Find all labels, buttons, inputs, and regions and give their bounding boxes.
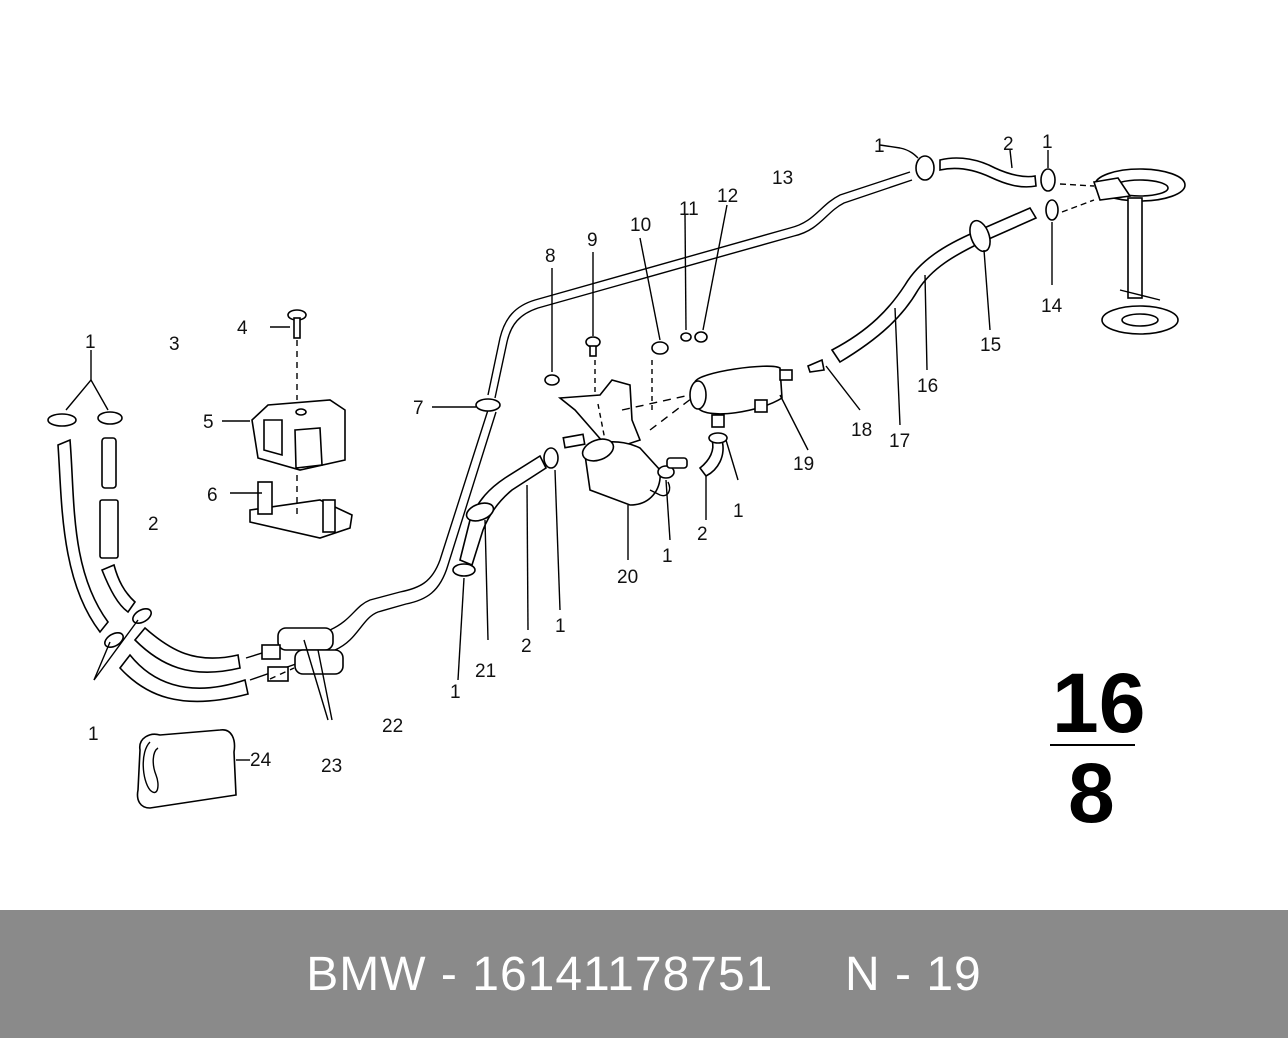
clamp-14 xyxy=(1045,199,1059,285)
callout-9: 9 xyxy=(587,230,598,251)
hose-2-pump xyxy=(666,432,739,520)
screw-4 xyxy=(270,309,307,400)
callout-12: 12 xyxy=(717,186,738,207)
hose-21 xyxy=(452,454,548,681)
callout-1-top: 1 xyxy=(874,136,885,157)
callout-20: 20 xyxy=(617,567,638,588)
section-numerator: 16 xyxy=(1052,656,1145,750)
callout-3: 3 xyxy=(169,334,180,355)
washer-11 xyxy=(680,214,692,342)
callout-17: 17 xyxy=(889,431,910,452)
callout-16: 16 xyxy=(917,376,938,397)
clip-7 xyxy=(432,398,501,412)
parts-diagram: 1 1 2 3 4 5 6 7 8 9 10 11 12 13 1 2 1 14… xyxy=(47,132,1186,840)
fuel-bracket xyxy=(557,379,642,451)
hose-16-17 xyxy=(830,206,1038,426)
callout-10: 10 xyxy=(630,215,651,236)
callout-2-top: 2 xyxy=(1003,134,1014,155)
callout-4: 4 xyxy=(237,318,248,339)
clamp-1-top xyxy=(879,144,935,181)
callout-1-top-left: 1 xyxy=(85,332,96,353)
section-number: 16 8 xyxy=(1050,656,1145,840)
part-number-footer: BMW - 16141178751 N - 19 xyxy=(0,910,1288,1038)
callout-2-middle: 2 xyxy=(521,636,532,657)
bolt-9 xyxy=(585,252,601,357)
callout-7: 7 xyxy=(413,398,424,419)
screw-18 xyxy=(807,358,861,411)
callout-1-middle: 1 xyxy=(555,616,566,637)
edge-trim-24 xyxy=(136,729,250,809)
clamp-1-middle xyxy=(526,447,561,631)
callout-6: 6 xyxy=(207,485,218,506)
callout-2-pump: 2 xyxy=(697,524,708,545)
double-clamp-23 xyxy=(261,627,344,721)
callout-24: 24 xyxy=(250,750,272,771)
part-number-text: BMW - 16141178751 N - 19 xyxy=(306,947,982,1001)
bracket-6 xyxy=(230,475,353,539)
hose-2-top xyxy=(939,149,1037,188)
clamp-1-filter xyxy=(657,465,675,541)
callout-23: 23 xyxy=(321,756,342,777)
callout-5: 5 xyxy=(203,412,214,433)
callout-21: 21 xyxy=(475,661,496,682)
callout-8: 8 xyxy=(545,246,556,267)
block-5 xyxy=(222,399,346,471)
callout-1-bottom-left: 1 xyxy=(88,724,99,745)
dashed-guides xyxy=(269,360,691,680)
callout-2-left: 2 xyxy=(148,514,159,535)
clamps-1-top-left xyxy=(47,350,123,427)
clamps-1-bottom-left xyxy=(93,607,152,681)
callout-1-filter: 1 xyxy=(662,546,673,567)
clip-12 xyxy=(694,204,728,343)
callout-22: 22 xyxy=(382,716,403,737)
nut-8 xyxy=(544,268,560,386)
clamp-1-top-right xyxy=(1040,150,1056,192)
fuel-pump-19 xyxy=(689,365,809,451)
hose-3-left xyxy=(57,437,137,634)
fitting-10 xyxy=(639,237,669,410)
callout-13: 13 xyxy=(772,168,793,189)
left-pipes xyxy=(118,626,249,703)
callout-1-pump: 1 xyxy=(733,501,744,522)
callout-18: 18 xyxy=(851,420,872,441)
callout-labels: 1 1 2 3 4 5 6 7 8 9 10 11 12 13 1 2 1 14… xyxy=(85,132,1063,777)
callout-14: 14 xyxy=(1041,296,1063,317)
callout-1-hose-21: 1 xyxy=(450,682,461,703)
callout-1-top-right: 1 xyxy=(1042,132,1053,153)
section-denominator: 8 xyxy=(1068,746,1115,840)
callout-19: 19 xyxy=(793,454,814,475)
fuel-filter-20 xyxy=(562,391,701,560)
callout-11: 11 xyxy=(679,199,699,220)
callout-15: 15 xyxy=(980,335,1001,356)
fuel-line-13 xyxy=(487,171,913,399)
tank-sender xyxy=(1059,168,1186,335)
